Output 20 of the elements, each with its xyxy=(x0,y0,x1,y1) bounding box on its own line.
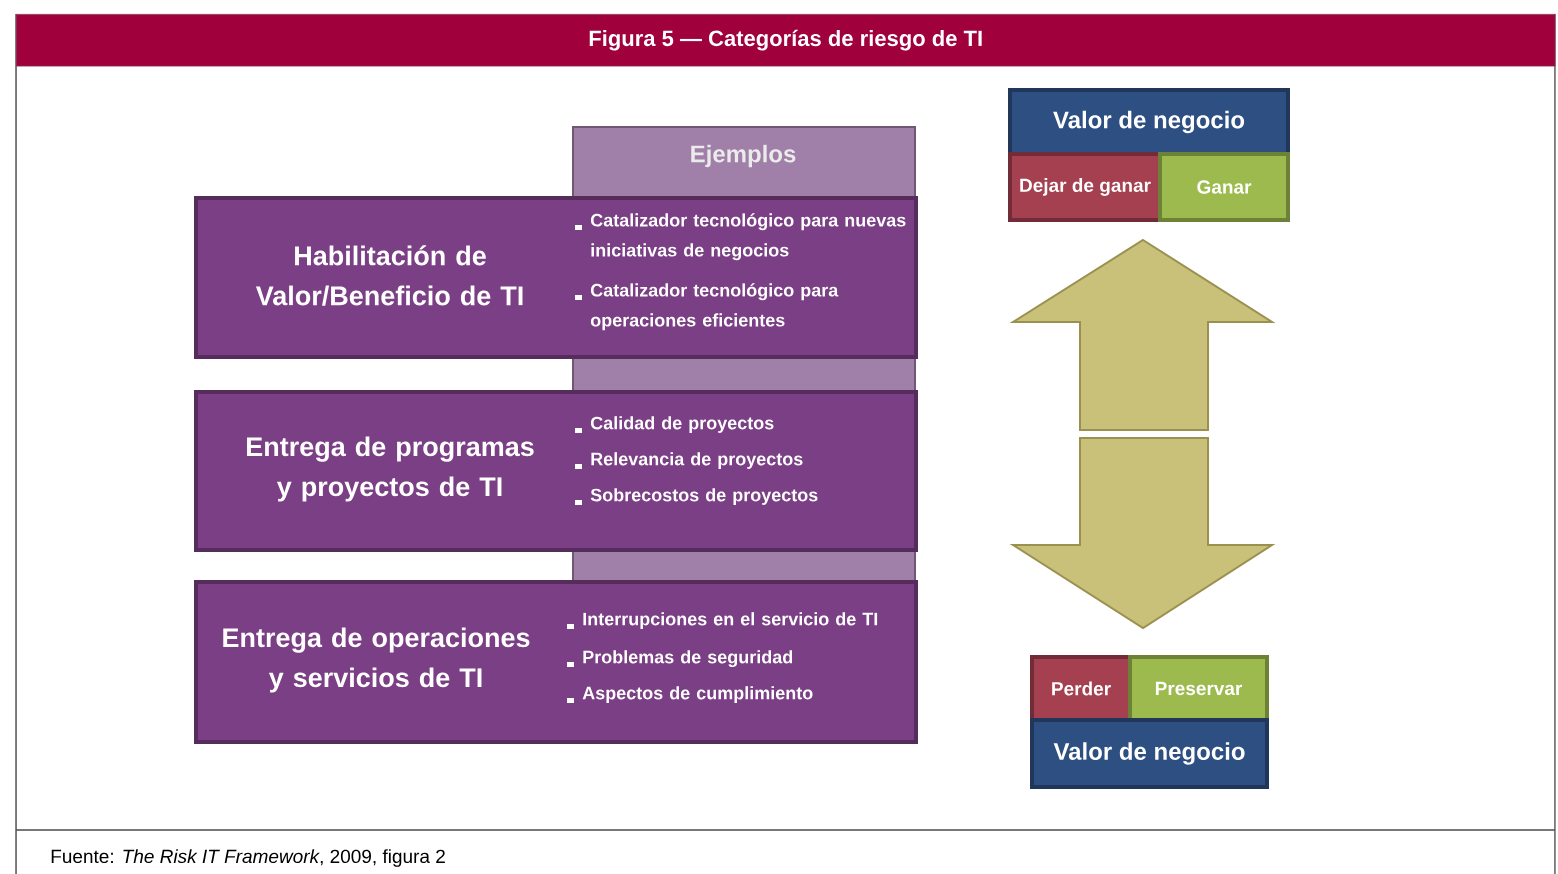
value-box: Perder xyxy=(1030,655,1132,722)
example-item: Sobrecostos de proyectos xyxy=(590,488,818,505)
example-item: Problemas de seguridad xyxy=(583,650,793,668)
example-item: Catalizador tecnológico para nuevas iniciativas de negocios xyxy=(590,213,906,261)
example-item: Interrupciones en el servicio de TI xyxy=(583,612,878,629)
category-title: Entrega de operaciones y servicios de TI xyxy=(223,627,530,693)
example-item: Catalizador tecnológico para operaciones eficientes xyxy=(590,283,839,331)
example-item: Calidad de proyectos xyxy=(590,416,774,433)
value-box: Dejar de ganar xyxy=(1008,152,1162,222)
category-title: Habilitación de Valor/Beneficio de TI xyxy=(255,245,523,306)
value-box: Ganar xyxy=(1158,152,1290,222)
column-heading: Ejemplos xyxy=(691,144,796,168)
category-title: Entrega de programas y proyectos de TI xyxy=(247,436,534,502)
value-box: Preservar xyxy=(1128,655,1269,722)
title-bar: Figura 5 — Categorías de riesgo de TI xyxy=(16,14,1556,67)
value-box: Valor de negocio xyxy=(1030,718,1269,789)
source-note: Fuente: The Risk IT Framework, 2009, figura 2 xyxy=(51,849,445,867)
example-item: Relevancia de proyectos xyxy=(591,452,803,469)
value-box: Valor de negocio xyxy=(1008,88,1290,156)
example-item: Aspectos de cumplimiento xyxy=(582,686,813,703)
